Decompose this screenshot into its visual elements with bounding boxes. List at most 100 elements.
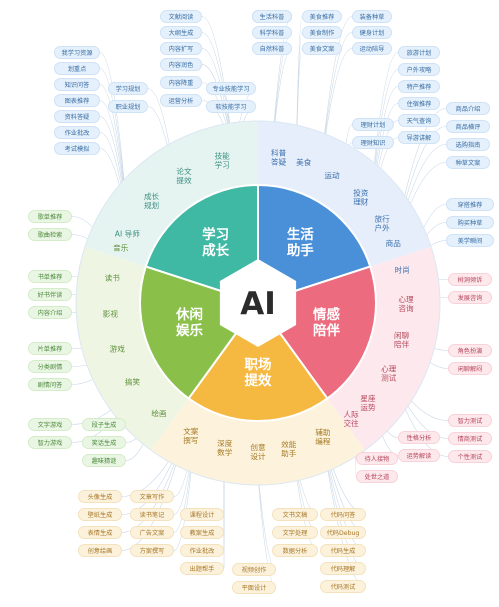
ring-label: 提效 [176, 175, 192, 185]
ring-label: 绘画 [151, 408, 166, 418]
tag-item: 装备种草 [352, 10, 392, 23]
tag-item: 性格分析 [398, 431, 440, 444]
ring-label: 理财 [353, 197, 369, 207]
ring-label: 商品 [386, 238, 402, 248]
tag-item: 片单推荐 [28, 342, 72, 355]
ring-label: 效能 [281, 439, 297, 449]
ring-label: 户外 [375, 222, 391, 232]
sector-work [187, 301, 329, 422]
tag-item: 代码生成 [320, 544, 366, 557]
tag-item: 健身计划 [352, 26, 392, 39]
ring-label: 游戏 [110, 344, 126, 354]
ring-label: 交往 [344, 418, 360, 428]
tag-item: 美学瞬间 [446, 234, 494, 247]
tag-item: 文章写作 [130, 490, 174, 503]
ring-labels: 技能学习论文提效成长规划AI 导师科普答疑美食运动投资理财旅行户外商品时尚心理咨… [103, 147, 414, 461]
tag-item: 角色扮演 [448, 344, 492, 357]
sector-label-study: 学习 [202, 226, 229, 243]
tag-item: 生活科普 [252, 10, 292, 23]
tag-item: 文字处理 [272, 526, 318, 539]
ring-label: 时尚 [395, 265, 410, 275]
tag-item: 处世之道 [356, 470, 398, 483]
tag-item: 内容扩写 [160, 42, 202, 55]
sector-life [257, 183, 372, 305]
ring-label: 咨询 [398, 303, 414, 313]
tag-item: 代码理解 [320, 562, 366, 575]
ring-label: 文案 [183, 426, 199, 436]
tag-item: 内容降重 [160, 76, 202, 89]
tag-item: 智力游戏 [28, 436, 72, 449]
tag-item: 职业规划 [108, 100, 148, 113]
tag-item: 文字游戏 [28, 418, 72, 431]
tag-item: 自然科普 [252, 42, 292, 55]
tag-item: 特产推荐 [398, 80, 440, 93]
tag-item: 方案撰写 [130, 544, 174, 557]
sector-label-leisure: 休闲 [175, 306, 203, 323]
tag-item: 数据分析 [272, 544, 318, 557]
ring-leisure [76, 246, 189, 451]
tag-item: 课程设计 [180, 508, 224, 521]
tag-item: 住宿推荐 [398, 97, 440, 110]
tag-item: 个性测试 [448, 450, 492, 463]
tag-item: 我学习资源 [54, 46, 100, 59]
tag-item: 广告文案 [130, 526, 174, 539]
tag-item: 户外攻略 [398, 63, 440, 76]
sector-label-life: 助手 [287, 242, 314, 259]
tag-item: 趣味猜谜 [82, 454, 126, 467]
tag-item: 作业批改 [54, 126, 100, 139]
tag-item: 剧情问答 [28, 378, 72, 391]
tag-item: 科学科普 [252, 26, 292, 39]
sector-label-life: 生活 [287, 226, 314, 243]
tag-item: 美食文案 [302, 42, 342, 55]
sector-label-leisure: 娱乐 [176, 322, 203, 339]
ring-label: 影视 [103, 308, 119, 318]
tag-item: 头像生成 [78, 490, 122, 503]
ring-label: AI 导师 [115, 229, 140, 239]
ring-label: 技能 [215, 150, 231, 160]
tag-item: 商品介绍 [446, 102, 490, 115]
tag-item: 平面设计 [232, 581, 276, 594]
tag-item: 划重点 [54, 62, 100, 75]
ring-label: 撰写 [183, 435, 198, 445]
ring-label: 规划 [144, 200, 159, 210]
tag-item: 理财计划 [352, 118, 394, 131]
tag-item: 理财知识 [352, 136, 394, 149]
ring-label: 运动 [324, 170, 340, 180]
sector-study [144, 183, 259, 305]
tag-item: 学习规划 [108, 82, 148, 95]
tag-item: 选购指南 [446, 138, 490, 151]
ring-emotion [327, 246, 440, 451]
tag-item: 运动陪导 [352, 42, 392, 55]
ring-label: 音乐 [113, 243, 129, 253]
tag-item: 读书笔记 [130, 508, 174, 521]
ring-label: 心理 [398, 295, 414, 304]
tag-item: 视频创作 [232, 563, 276, 576]
tag-item: 文献阅读 [160, 10, 202, 23]
ring-label: 学习 [215, 159, 230, 169]
ring-label: 答疑 [271, 156, 287, 166]
ring-label: 投资 [353, 188, 369, 198]
ring-label: 人际 [344, 410, 360, 419]
ring-work [151, 398, 365, 486]
tag-item: 闲聊解闷 [448, 362, 492, 375]
tag-item: 商品横评 [446, 120, 490, 133]
tag-item: 出题帮手 [180, 562, 224, 575]
tag-item: 文书文稿 [272, 508, 318, 521]
tag-item: 大纲生成 [160, 26, 202, 39]
ring-label: 数学 [217, 447, 233, 457]
outer-ring [75, 120, 441, 486]
tag-item: 段子生成 [82, 418, 126, 431]
tag-item: 发展咨询 [448, 291, 492, 304]
tag-item: 创意绘画 [78, 544, 122, 557]
tag-item: 代码测试 [320, 580, 366, 593]
ring-label: 设计 [250, 451, 266, 461]
tag-item: 歌单推荐 [28, 210, 72, 223]
tag-item: 作业批改 [180, 544, 224, 557]
tag-item: 导游讲解 [398, 131, 440, 144]
ring-label: 成长 [144, 191, 160, 201]
ring-label: 运势 [360, 402, 376, 412]
ring-label: 助手 [281, 448, 297, 458]
ring-label: 测试 [381, 372, 397, 382]
tag-item: 书单推荐 [28, 270, 72, 283]
